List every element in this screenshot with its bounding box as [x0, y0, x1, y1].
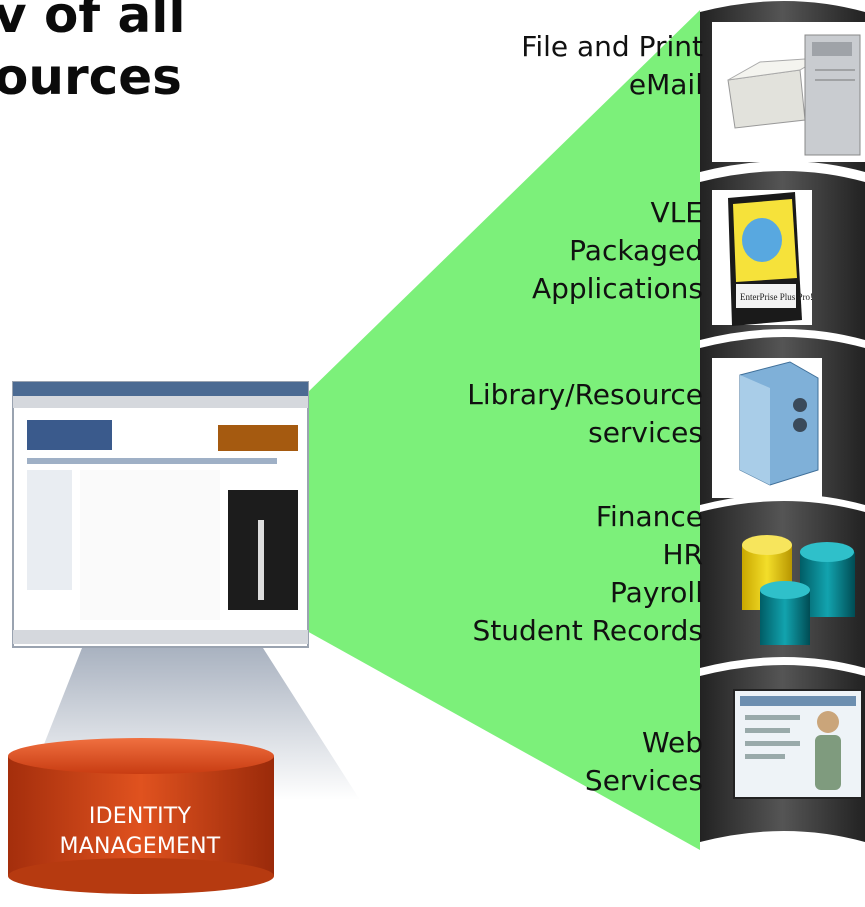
storage-cabinet-icon: [712, 358, 822, 498]
title-line: ources: [0, 48, 182, 106]
web-service-icon: [733, 689, 863, 799]
service-line: Library/Resource: [467, 378, 703, 411]
service-label-finance: Finance HR Payroll Student Records: [473, 498, 703, 650]
printer-server-icon: [712, 22, 865, 162]
service-line: eMail: [628, 68, 703, 101]
service-line: Web: [641, 726, 703, 759]
service-line: Payroll: [610, 576, 703, 609]
service-line: services: [588, 416, 703, 449]
identity-line: IDENTITY: [88, 804, 192, 829]
browser-window-icon: [12, 381, 309, 648]
green-beam: [305, 10, 700, 850]
identity-line: MANAGEMENT: [59, 834, 221, 859]
identity-label: IDENTITY MANAGEMENT: [40, 802, 240, 862]
service-line: Packaged: [569, 234, 703, 267]
software-box-icon: EnterPrise Plus Pro!: [712, 190, 813, 326]
service-label-library: Library/Resource services: [467, 376, 703, 452]
slide-title: v of all ources: [0, 0, 186, 108]
service-line: Services: [584, 764, 703, 797]
service-line: Applications: [531, 272, 703, 305]
service-label-vle: VLE Packaged Applications: [532, 194, 703, 308]
title-line: v of all: [0, 0, 186, 44]
service-line: File and Print: [521, 30, 703, 63]
service-label-file-print: File and Print eMail: [521, 28, 703, 104]
database-cylinders-icon: [742, 535, 855, 645]
service-line: HR: [662, 538, 703, 571]
service-line: Student Records: [472, 614, 703, 647]
svg-text:EnterPrise Plus Pro!: EnterPrise Plus Pro!: [740, 292, 813, 302]
service-line: Finance: [595, 500, 703, 533]
service-label-web: Web Services: [585, 724, 703, 800]
service-line: VLE: [650, 196, 703, 229]
identity-cylinder: [8, 738, 274, 894]
